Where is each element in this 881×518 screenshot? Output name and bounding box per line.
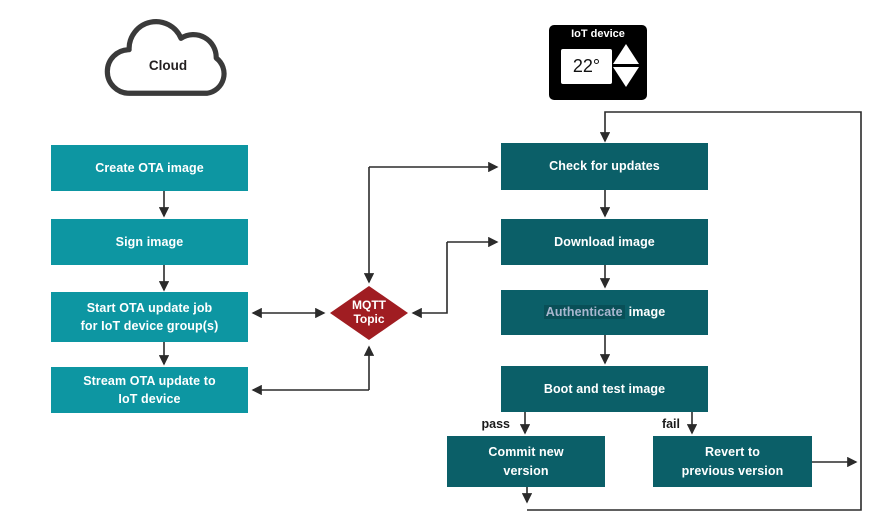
node-boot-and-test-image: Boot and test image — [501, 366, 708, 412]
thermostat-down-icon — [613, 67, 639, 87]
iot-device-label: IoT device — [571, 28, 625, 40]
iot-device: IoT device 22° — [549, 25, 647, 100]
node-label: Revert to previous version — [681, 445, 784, 478]
node-check-for-updates: Check for updates — [501, 143, 708, 190]
arrows-group — [158, 111, 862, 511]
mqtt-topic-diamond — [330, 286, 408, 340]
node-label: Start OTA update job for IoT device grou… — [80, 300, 219, 333]
arrow-loop-back-to-check — [527, 111, 862, 511]
node-label: Create OTA image — [95, 160, 204, 175]
node-label-rest: image — [628, 305, 666, 320]
cloud-label: Cloud — [148, 58, 188, 73]
cloud-shape: Cloud — [98, 10, 238, 106]
node-label: Boot and test image — [543, 381, 666, 396]
authenticate-highlight: Authenticate — [543, 305, 625, 320]
node-label: Download image — [554, 234, 655, 249]
cloud-icon — [104, 19, 227, 96]
node-sign-image: Sign image — [51, 219, 248, 265]
temperature-display: 22° — [561, 49, 612, 84]
node-label: Check for updates — [549, 159, 660, 174]
fail-label: fail — [661, 417, 680, 431]
node-label: Stream OTA update to IoT device — [83, 373, 216, 406]
node-revert-previous-version: Revert to previous version — [653, 436, 812, 487]
node-label: Sign image — [115, 234, 184, 249]
pass-label: pass — [481, 417, 511, 431]
node-label: Commit new version — [488, 445, 564, 478]
node-start-ota-update-job: Start OTA update job for IoT device grou… — [51, 292, 248, 342]
arrow-into-mqtt-right — [411, 242, 448, 319]
thermostat-up-icon — [613, 44, 639, 64]
node-commit-new-version: Commit new version — [447, 436, 605, 487]
node-create-ota-image: Create OTA image — [51, 145, 248, 191]
node-stream-ota-update: Stream OTA update to IoT device — [51, 367, 248, 413]
mqtt-topic-label: MQTT Topic — [352, 298, 386, 327]
node-download-image: Download image — [501, 219, 708, 265]
